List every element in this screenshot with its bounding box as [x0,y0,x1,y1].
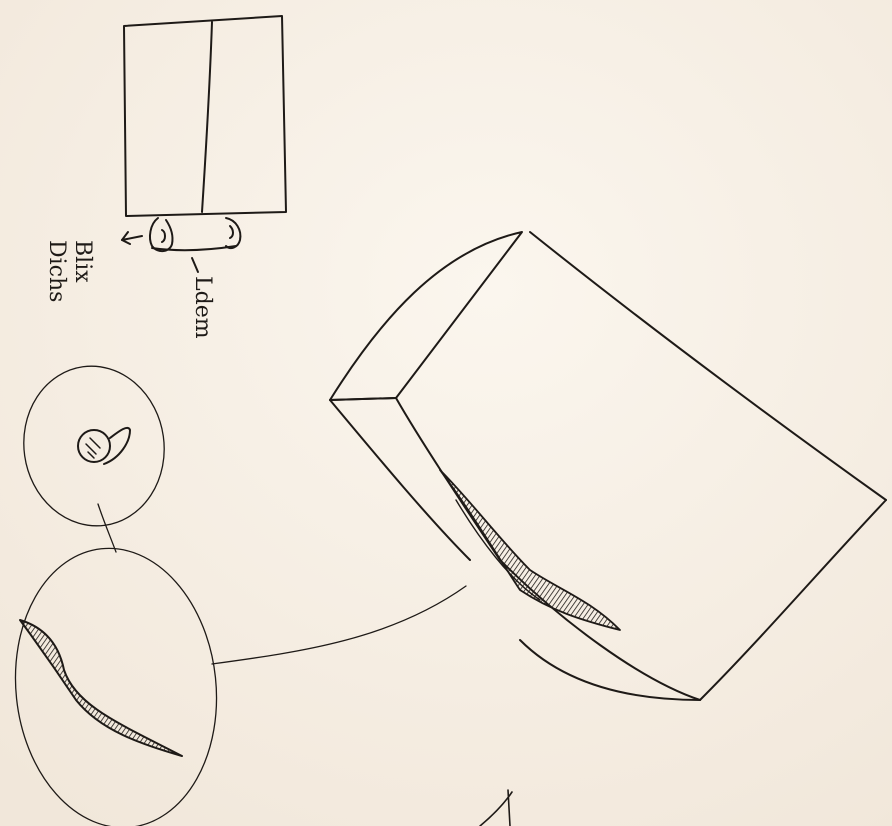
label-right: Ldem [190,276,215,339]
label-left-2: Dichs [44,240,69,302]
right-label-group: Ldem [190,276,215,339]
label-left-1: Blix [70,240,95,283]
